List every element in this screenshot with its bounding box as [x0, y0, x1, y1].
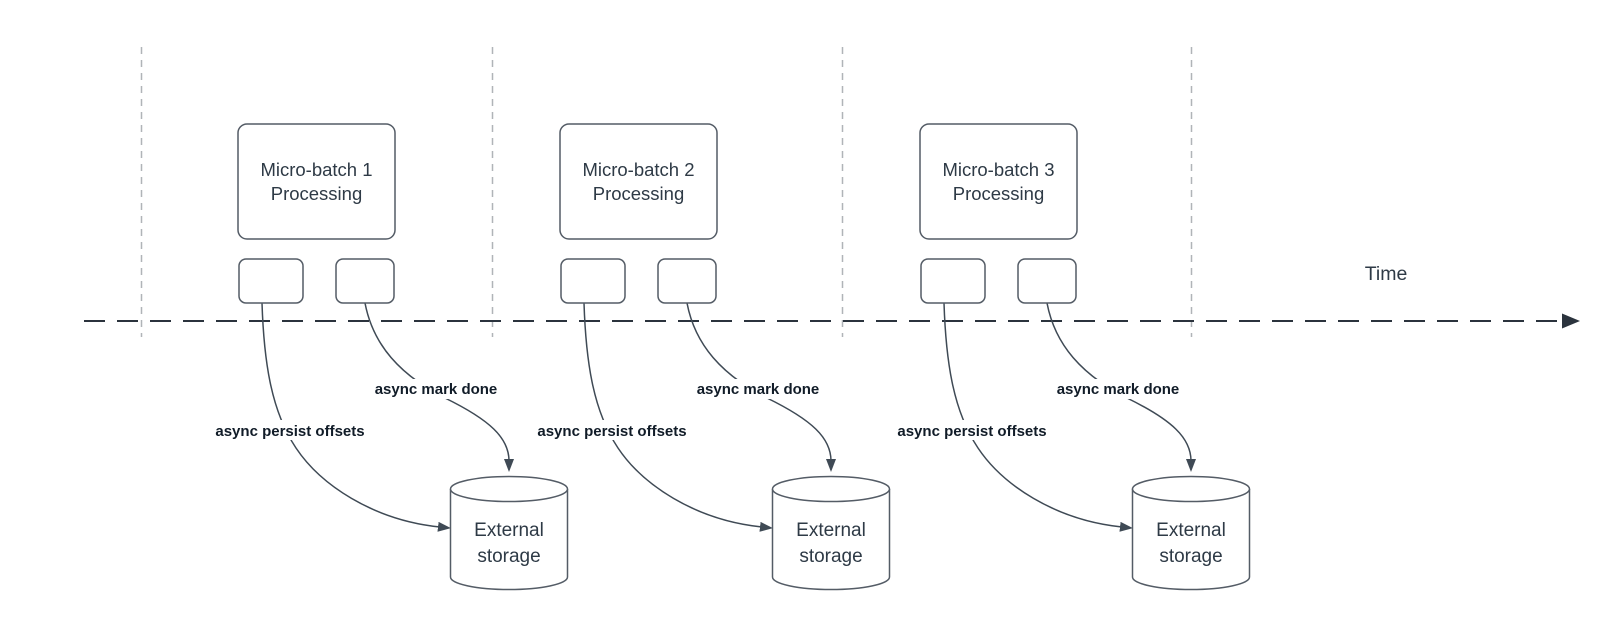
cylinder-body	[1131, 489, 1251, 591]
storage-label-line2: storage	[799, 546, 862, 567]
storage-label-line2: storage	[1159, 546, 1222, 567]
storage-label-line2: storage	[477, 546, 540, 567]
processing-box-subtitle: Processing	[271, 183, 363, 204]
processing-box-subtitle: Processing	[953, 183, 1045, 204]
cylinder-top	[771, 475, 891, 503]
external-storage-cylinder: External storage	[1131, 475, 1251, 591]
cylinder-body	[449, 489, 569, 591]
processing-box	[559, 123, 718, 240]
mark-done-label: async mark done	[1057, 381, 1180, 398]
persist-offsets-arrow	[943, 302, 1133, 532]
processing-box-title: Micro-batch 1	[260, 159, 372, 180]
mark-done-label-bg	[685, 379, 831, 399]
offset-commit-box	[560, 258, 626, 304]
persist-offsets-label: async persist offsets	[537, 423, 686, 440]
mark-done-box	[657, 258, 717, 304]
batch-group-1: Micro-batch 1 Processing async persist o…	[201, 123, 569, 591]
processing-box	[237, 123, 396, 240]
processing-box-subtitle: Processing	[593, 183, 685, 204]
persist-offsets-arrow	[583, 302, 773, 532]
persist-offsets-label-bg	[883, 420, 1061, 440]
persist-offsets-label-bg	[201, 420, 379, 440]
batch-group-2: Micro-batch 2 Processing async persist o…	[523, 123, 891, 591]
storage-label-line1: External	[1156, 520, 1226, 541]
mark-done-label-bg	[363, 379, 509, 399]
cylinder-top	[449, 475, 569, 503]
persist-offsets-arrow	[261, 302, 451, 532]
processing-box-title: Micro-batch 3	[942, 159, 1054, 180]
external-storage-cylinder: External storage	[449, 475, 569, 591]
offset-commit-box	[238, 258, 304, 304]
time-axis: Time	[84, 263, 1580, 329]
persist-offsets-label: async persist offsets	[897, 423, 1046, 440]
cylinder-top	[1131, 475, 1251, 503]
mark-done-label-bg	[1045, 379, 1191, 399]
storage-label-line1: External	[796, 520, 866, 541]
processing-box-title: Micro-batch 2	[582, 159, 694, 180]
mark-done-box	[1017, 258, 1077, 304]
cylinder-body	[771, 489, 891, 591]
time-axis-label: Time	[1365, 263, 1408, 285]
persist-offsets-label: async persist offsets	[215, 423, 364, 440]
external-storage-cylinder: External storage	[771, 475, 891, 591]
batch-group-3: Micro-batch 3 Processing async persist o…	[883, 123, 1251, 591]
mark-done-label: async mark done	[697, 381, 820, 398]
offset-commit-box	[920, 258, 986, 304]
persist-offsets-label-bg	[523, 420, 701, 440]
storage-label-line1: External	[474, 520, 544, 541]
mark-done-box	[335, 258, 395, 304]
processing-box	[919, 123, 1078, 240]
mark-done-label: async mark done	[375, 381, 498, 398]
time-axis-arrowhead-icon	[1562, 313, 1580, 329]
